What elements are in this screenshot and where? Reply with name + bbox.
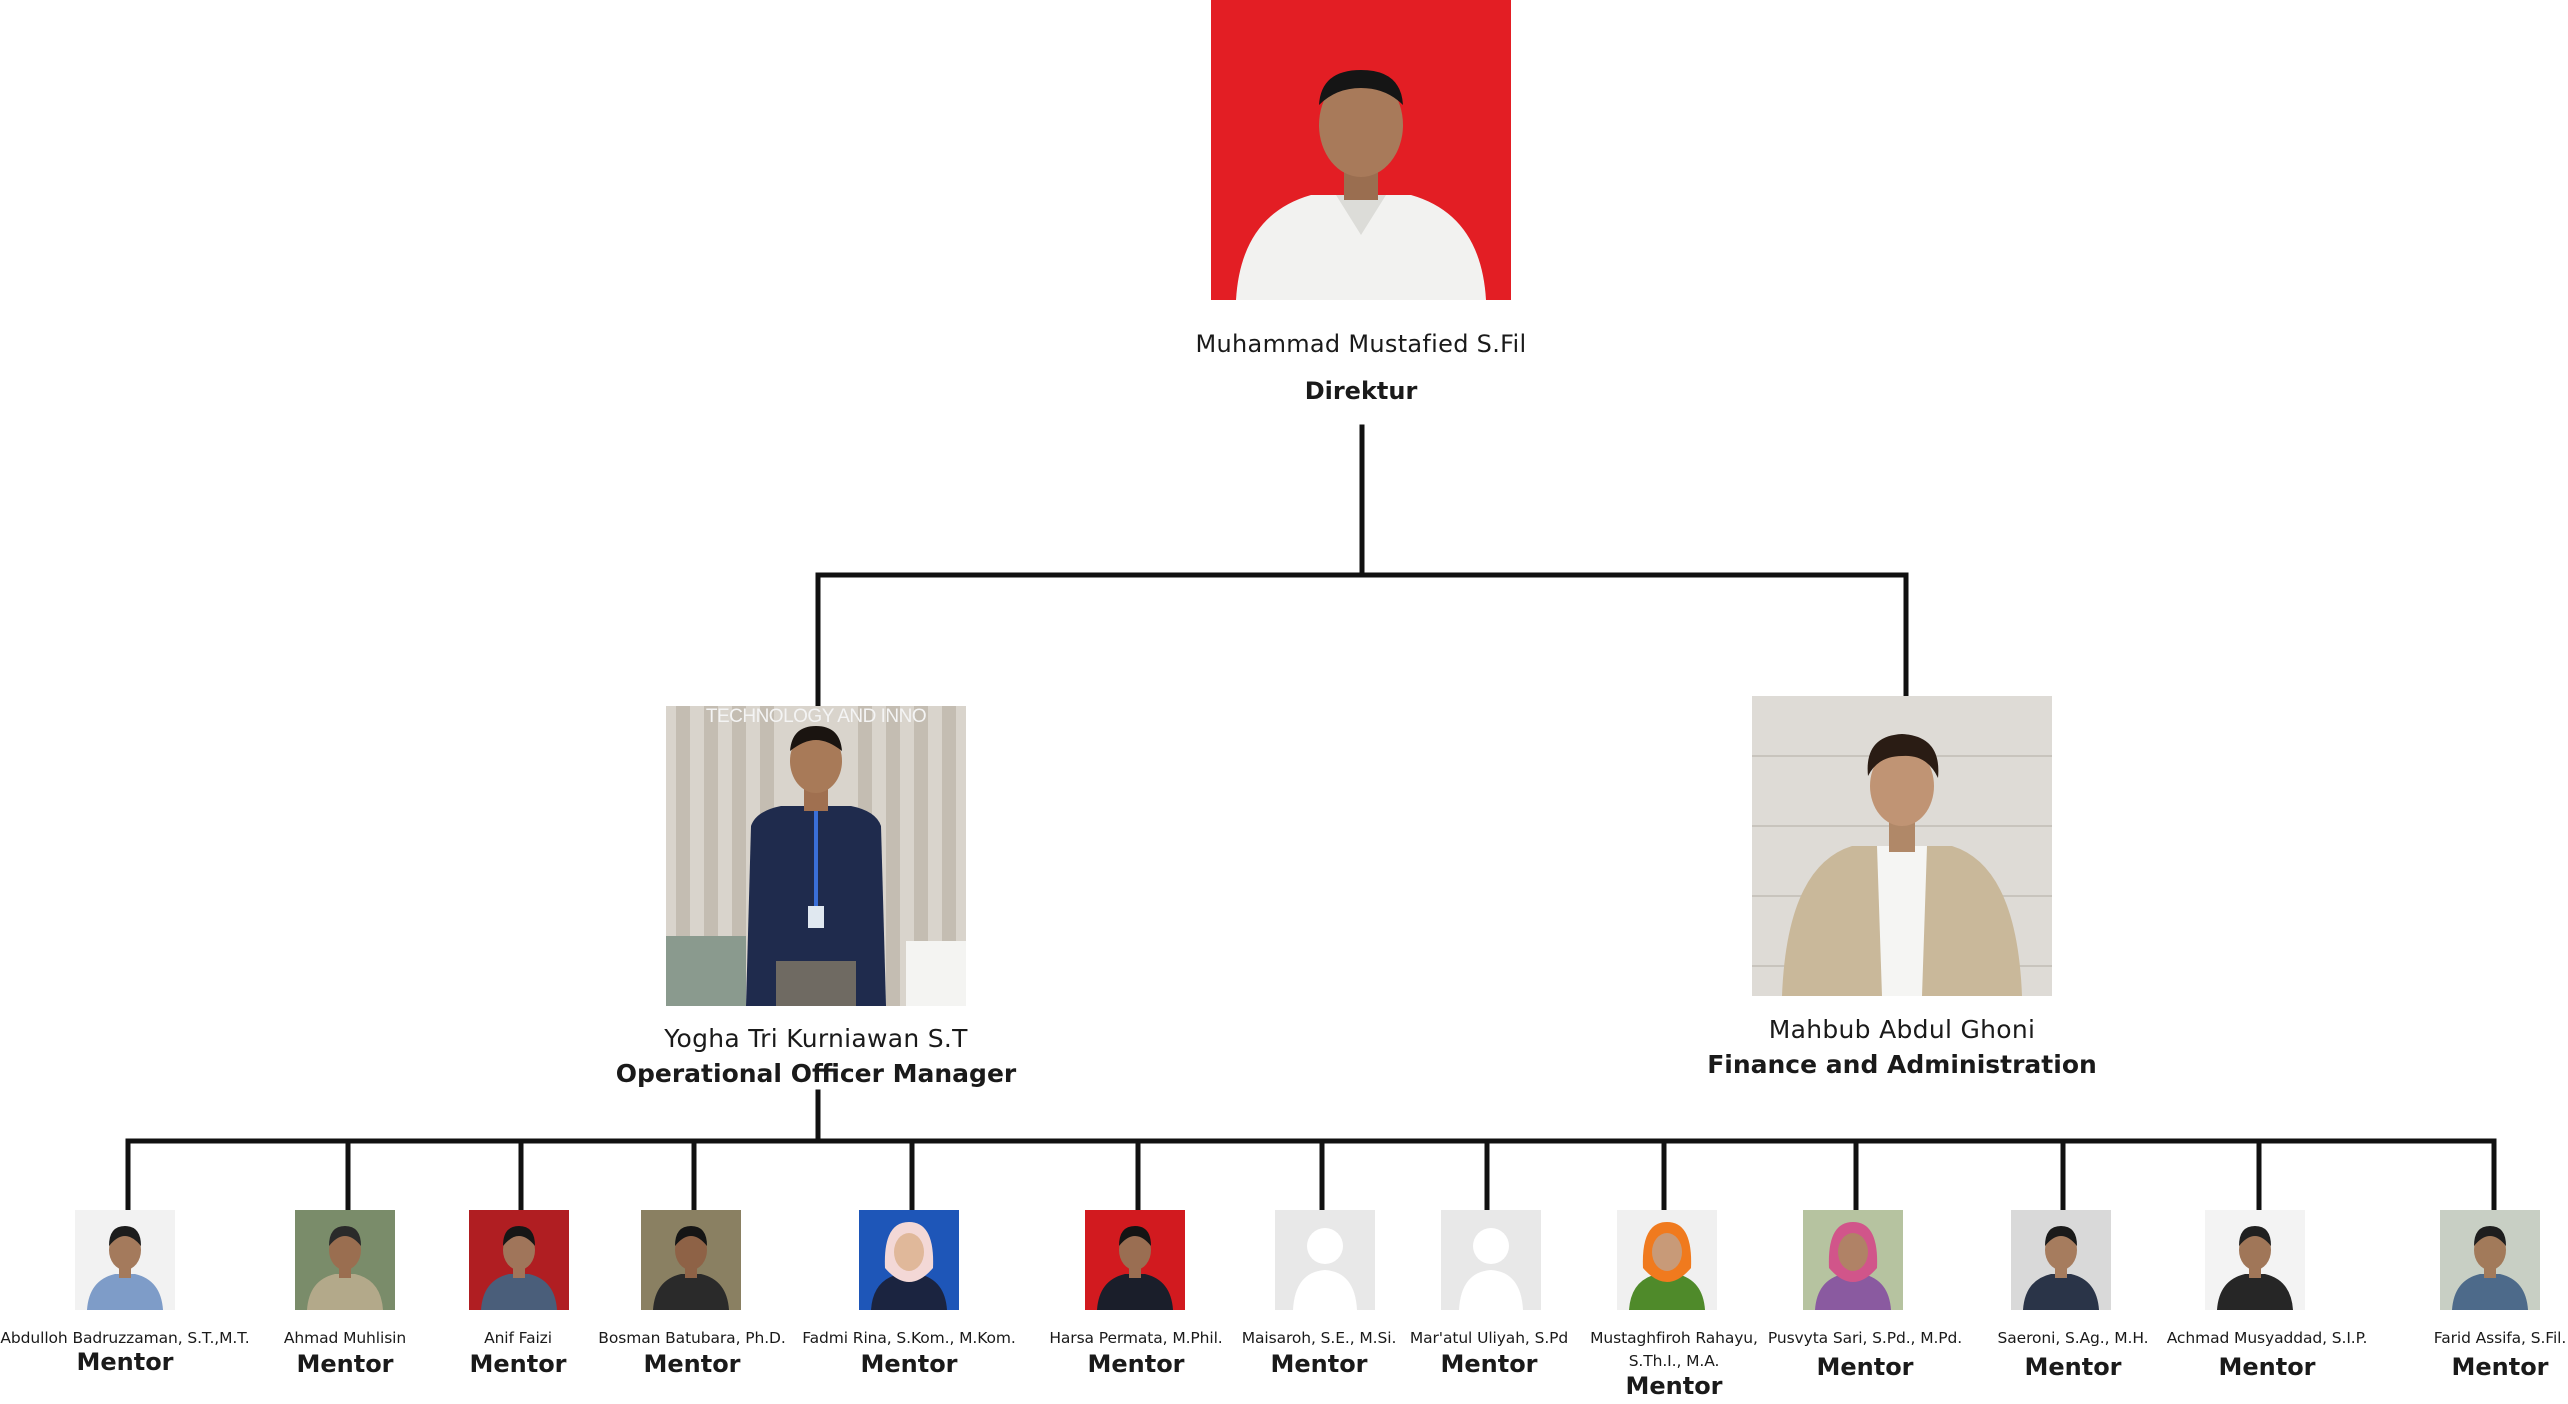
mentor-name: Pusvyta Sari, S.Pd., M.Pd.	[1767, 1329, 1963, 1347]
mentor-photo	[469, 1210, 569, 1310]
mentor-role: Mentor	[1270, 1350, 1368, 1378]
mentor-name: Saeroni, S.Ag., M.H.	[1997, 1329, 2149, 1347]
mentor-photo	[2205, 1210, 2305, 1310]
finance-name: Mahbub Abdul Ghoni	[1768, 1015, 2036, 1044]
mentor-drops	[125, 1138, 2497, 1213]
wall-sign-text: TECHNOLOGY AND INNO	[705, 706, 927, 727]
mentor-name: Mar'atul Uliyah, S.Pd	[1409, 1329, 1569, 1347]
avatar-placeholder-icon	[1441, 1210, 1541, 1310]
ops-manager-role: Operational Officer Manager	[615, 1059, 1017, 1088]
mentor-role: Mentor	[76, 1348, 174, 1376]
director-photo	[1211, 0, 1511, 300]
mentor-role: Mentor	[2451, 1353, 2549, 1381]
mentor-name: Harsa Permata, M.Phil.	[1049, 1329, 1223, 1347]
avatar-placeholder-icon	[1275, 1210, 1375, 1310]
mentor-name: Maisaroh, S.E., M.Si.	[1241, 1329, 1397, 1347]
mentor-photo	[2440, 1210, 2540, 1310]
mentor-photo	[641, 1210, 741, 1310]
ops-manager-photo: TECHNOLOGY AND INNO	[666, 706, 966, 1006]
mentor-photo	[75, 1210, 175, 1310]
mentor-role: Mentor	[1816, 1353, 1914, 1381]
mentor-role: Mentor	[1440, 1350, 1538, 1378]
mentor-photo	[859, 1210, 959, 1310]
director-role: Direktur	[1304, 377, 1418, 405]
ops-manager-name: Yogha Tri Kurniawan S.T	[664, 1024, 968, 1053]
mentor-name: Farid Assifa, S.Fil.	[2433, 1329, 2567, 1347]
mentor-role: Mentor	[2024, 1353, 2122, 1381]
mentor-role: Mentor	[860, 1350, 958, 1378]
mentor-photo	[2011, 1210, 2111, 1310]
mentor-photo	[1803, 1210, 1903, 1310]
director-name: Muhammad Mustafied S.Fil	[1195, 330, 1527, 358]
mentor-role: Mentor	[1625, 1372, 1723, 1400]
mentor-name: Ahmad Muhlisin	[283, 1329, 407, 1347]
mentor-role: Mentor	[643, 1350, 741, 1378]
mentor-photo	[1617, 1210, 1717, 1310]
finance-photo	[1752, 696, 2052, 996]
mentor-name: Bosman Batubara, Ph.D.	[598, 1329, 786, 1347]
mentor-role: Mentor	[296, 1350, 394, 1378]
mentor-photo	[1085, 1210, 1185, 1310]
mentor-role: Mentor	[1087, 1350, 1185, 1378]
finance-role: Finance and Administration	[1707, 1050, 2097, 1079]
mentor-name: Abdulloh Badruzzaman, S.T.,M.T.	[0, 1329, 250, 1347]
mentor-role: Mentor	[2218, 1353, 2316, 1381]
mentor-role: Mentor	[469, 1350, 567, 1378]
mentor-name: Achmad Musyaddad, S.I.P.	[2166, 1329, 2368, 1347]
mentor-name: Anif Faizi	[484, 1329, 552, 1347]
mentor-name: Fadmi Rina, S.Kom., M.Kom.	[802, 1329, 1016, 1347]
mentor-name: Mustaghfiroh Rahayu, S.Th.I., M.A.	[1590, 1329, 1758, 1370]
mentor-photo	[295, 1210, 395, 1310]
